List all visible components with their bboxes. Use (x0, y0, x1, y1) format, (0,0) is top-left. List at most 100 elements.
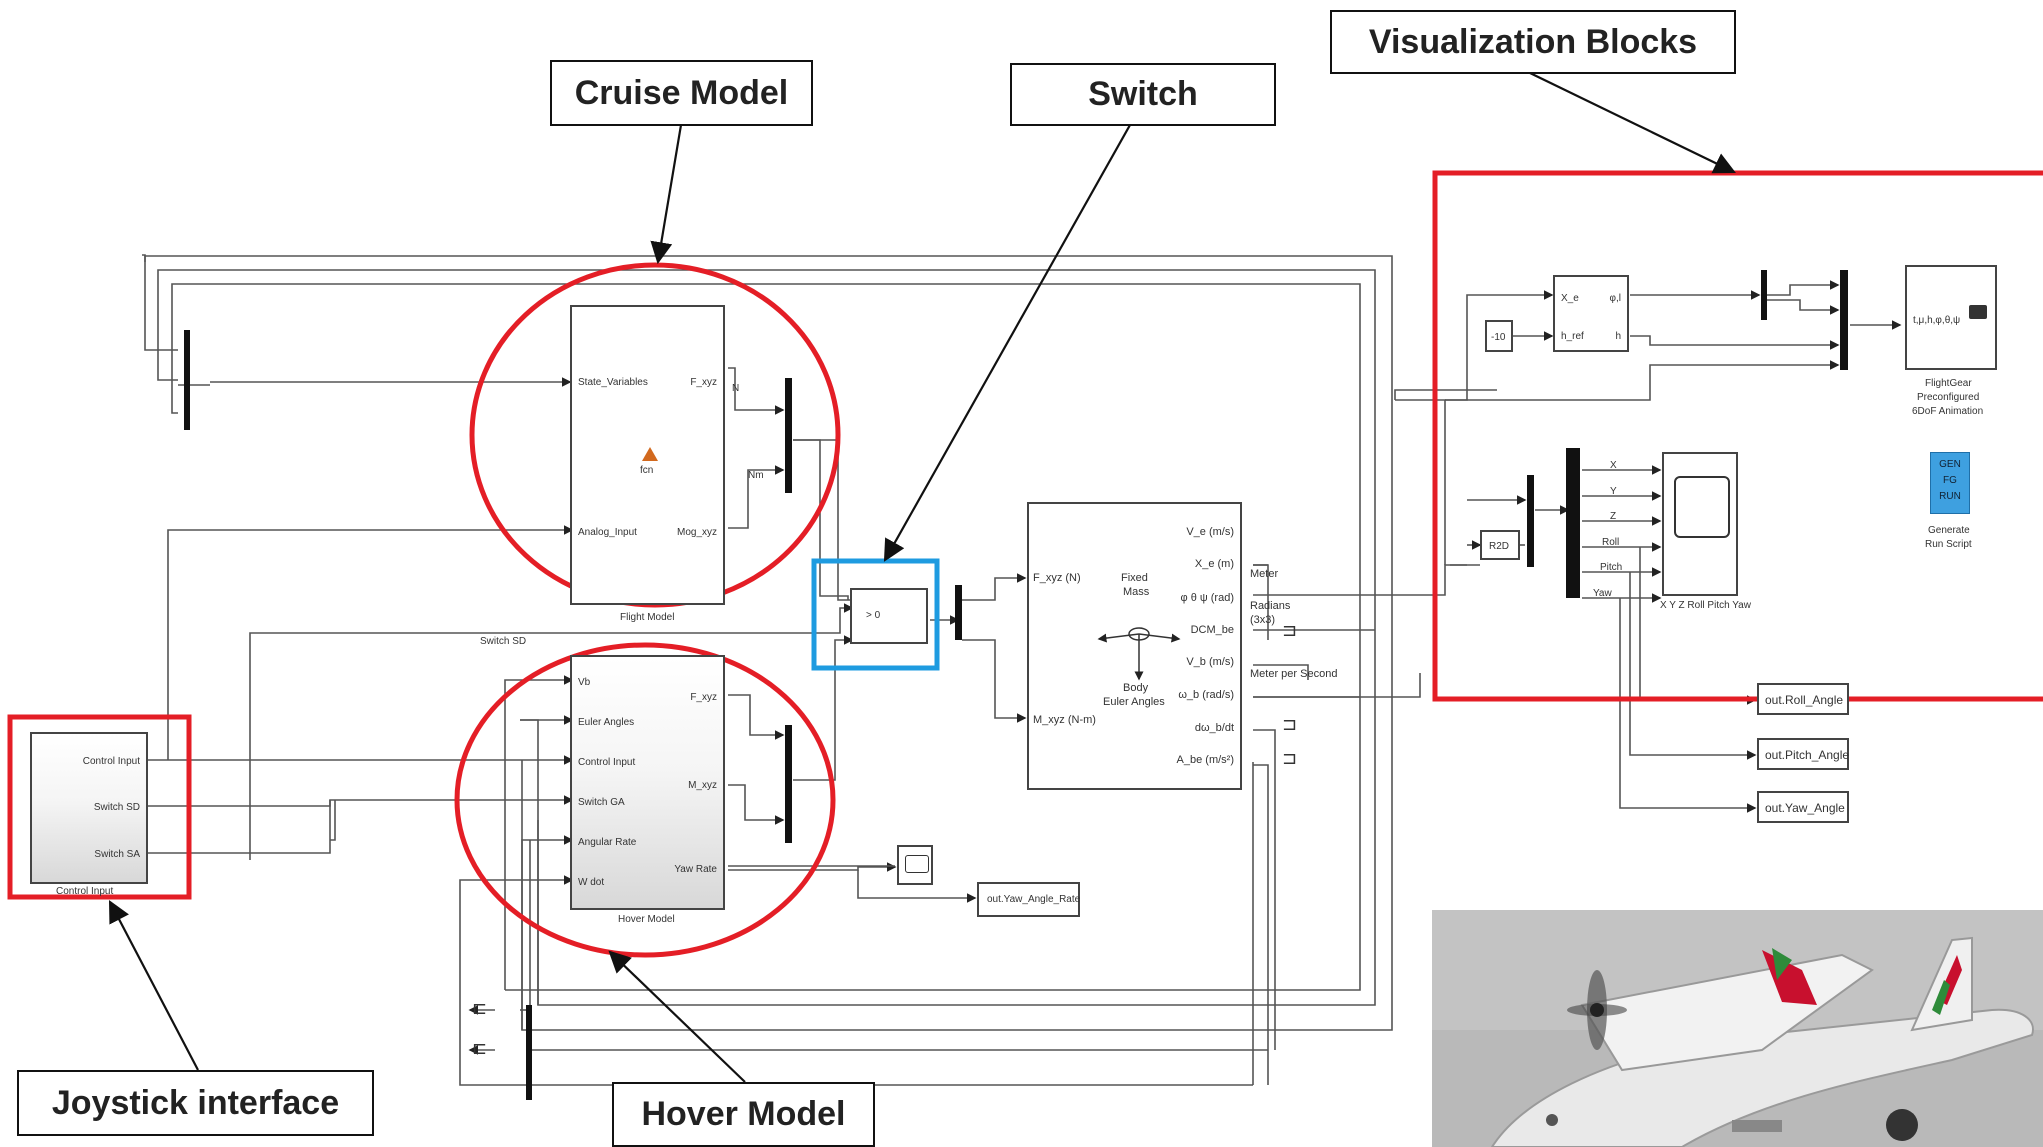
switch-output-mux (955, 585, 962, 640)
aircraft-photo (1432, 910, 2043, 1147)
terminator-bottom-1: ⊏ (472, 998, 488, 1018)
gen-caption-1: Generate (1928, 525, 1970, 536)
sixdof-output-wb: ω_b (rad/s) (1178, 689, 1234, 701)
terminator-abe: ⊐ (1282, 748, 1298, 768)
cruise-output-mxyz: Mog_xyz (676, 527, 717, 538)
hover-input-switch-ga: Switch GA (578, 797, 625, 808)
cruise-input-analog: Analog_Input (578, 527, 637, 538)
hover-caption: Hover Model (618, 914, 675, 925)
terminator-dwb: ⊐ (1282, 714, 1298, 734)
switch-sd-wire-label: Switch SD (480, 636, 527, 647)
body-axes-icon (1097, 627, 1181, 681)
out-roll-label: out.Roll_Angle (1765, 693, 1844, 707)
viz-mux-3 (1527, 475, 1534, 567)
cruise-model-block[interactable]: State_Variables Analog_Input F_xyz Mog_x… (570, 305, 725, 605)
const-block[interactable]: -10 (1485, 320, 1513, 352)
hover-model-block[interactable]: Vb Euler Angles Control Input Switch GA … (570, 655, 725, 910)
viz-mux-2 (1840, 270, 1848, 370)
out-pitch-block[interactable]: out.Pitch_Angle (1757, 738, 1849, 770)
viz-demux (1566, 448, 1580, 598)
cruise-center-label: fcn (640, 465, 654, 476)
scope-in-pitch: Pitch (1600, 562, 1623, 573)
out-pitch-label: out.Pitch_Angle (1765, 748, 1850, 762)
flightgear-input-label: t,μ,h,φ,θ,ψ (1913, 315, 1961, 326)
const-value: -10 (1491, 332, 1506, 343)
sixdof-input-f: F_xyz (N) (1033, 572, 1081, 584)
scope-in-z: Z (1610, 511, 1617, 522)
sixdof-output-dwb: dω_b/dt (1194, 722, 1234, 734)
sixdof-output-abe: A_be (m/s²) (1176, 754, 1234, 766)
relative-position-block[interactable]: X_e h_ref φ,l h (1553, 275, 1629, 352)
scope-in-roll: Roll (1602, 537, 1620, 548)
callout-cruise-model: Cruise Model (550, 60, 813, 126)
joystick-output-control: Control Input (82, 756, 140, 767)
joystick-caption: Control Input (56, 886, 114, 897)
sixdof-center-euler: Euler Angles (1103, 696, 1165, 708)
scope-in-yaw: Yaw (1593, 588, 1612, 599)
sixdof-wire-meter: Meter (1250, 568, 1279, 580)
sixdof-wire-mps: Meter per Second (1250, 668, 1338, 680)
hover-input-control: Control Input (578, 757, 636, 768)
gen-line-1: GEN (1939, 459, 1961, 470)
sixdof-center-mass: Mass (1123, 586, 1150, 598)
rel-input-xe: X_e (1561, 293, 1579, 304)
xyz-scope[interactable] (1662, 452, 1738, 596)
scope-in-x: X (1610, 460, 1617, 471)
joystick-output-switch-sd: Switch SD (93, 802, 140, 813)
scope-caption: X Y Z Roll Pitch Yaw (1660, 600, 1751, 611)
gen-line-3: RUN (1939, 491, 1961, 502)
sixdof-output-euler: φ θ ψ (rad) (1180, 592, 1235, 604)
joystick-output-switch-sa: Switch SA (94, 849, 140, 860)
sixdof-center-body: Body (1123, 682, 1149, 694)
callout-hover-model: Hover Model (612, 1082, 875, 1147)
flightgear-caption-1: FlightGear (1925, 378, 1972, 389)
cruise-caption: Flight Model (620, 612, 675, 623)
sixdof-output-dcm: DCM_be (1190, 624, 1234, 636)
cruise-output-mux (785, 378, 792, 493)
hover-output-fxyz: F_xyz (690, 692, 717, 703)
cruise-input-state: State_Variables (578, 377, 648, 388)
flightgear-caption-3: 6DoF Animation (1912, 406, 1984, 417)
r2d-label: R2D (1489, 541, 1510, 552)
hover-output-mux (785, 725, 792, 843)
r2d-block[interactable]: R2D (1480, 530, 1520, 560)
flightgear-caption-2: Preconfigured (1917, 392, 1980, 403)
hover-input-vb: Vb (578, 677, 591, 688)
gen-run-script-icon[interactable]: GEN FG RUN (1930, 452, 1970, 514)
sixdof-wire-radians: Radians (1250, 600, 1291, 612)
camera-icon (1969, 305, 1987, 319)
joystick-block[interactable]: Control Input Switch SD Switch SA (30, 732, 148, 884)
out-yaw-block[interactable]: out.Yaw_Angle (1757, 791, 1849, 823)
rel-output-phi: φ,l (1609, 293, 1621, 304)
cruise-output-fxyz: F_xyz (690, 377, 717, 388)
sixdof-center-fixed: Fixed (1121, 572, 1148, 584)
out-roll-block[interactable]: out.Roll_Angle (1757, 683, 1849, 715)
out-yaw-rate-label: out.Yaw_Angle_Rate (987, 894, 1081, 905)
rel-input-href: h_ref (1561, 331, 1584, 342)
terminator-bottom-2: ⊏ (472, 1038, 488, 1058)
scope-in-y: Y (1610, 486, 1617, 497)
matlab-function-icon (642, 447, 658, 461)
six-dof-block[interactable]: F_xyz (N) M_xyz (N-m) V_e (m/s) X_e (m) … (1027, 502, 1242, 790)
out-yaw-rate-block[interactable]: out.Yaw_Angle_Rate (977, 882, 1080, 917)
sixdof-wire-3x3: (3x3) (1250, 614, 1276, 626)
gen-line-2: FG (1943, 475, 1957, 486)
switch-threshold: > 0 (866, 610, 881, 621)
rel-output-h: h (1615, 331, 1621, 342)
sixdof-output-vb: V_b (m/s) (1186, 656, 1234, 668)
switch-block[interactable]: > 0 (850, 588, 928, 644)
hover-input-wdot: W dot (578, 877, 605, 888)
viz-mux-1 (1761, 270, 1767, 320)
flightgear-block[interactable]: t,μ,h,φ,θ,ψ (1905, 265, 1997, 370)
callout-visualization-blocks: Visualization Blocks (1330, 10, 1736, 74)
hover-input-angular-rate: Angular Rate (578, 837, 637, 848)
sixdof-output-xe: X_e (m) (1194, 558, 1234, 570)
bottom-mux (526, 1005, 532, 1100)
out-yaw-label: out.Yaw_Angle (1765, 801, 1845, 815)
hover-output-yaw-rate: Yaw Rate (674, 864, 717, 875)
yaw-rate-scope[interactable] (897, 845, 933, 885)
cruise-wire-nm: Nm (748, 470, 764, 481)
callout-switch: Switch (1010, 63, 1276, 126)
feedback-mux (184, 330, 190, 430)
